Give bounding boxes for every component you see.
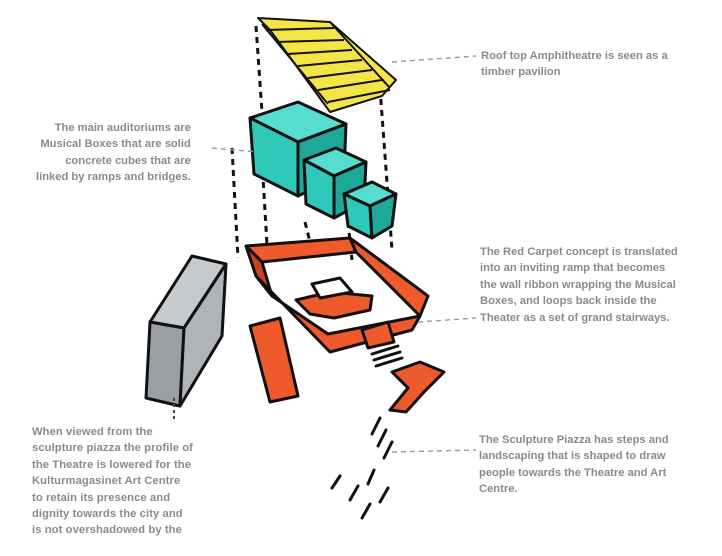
ribbon-outer-back	[246, 238, 356, 262]
concrete-cube-icon	[250, 102, 396, 238]
profile-annotation-line: the Theatre is lowered for the	[32, 457, 193, 473]
red-carpet-leader-line	[418, 318, 476, 322]
auditoriums-annotation-line: concrete cubes that are	[36, 153, 191, 169]
auditoriums-annotation-line: The main auditoriums are	[36, 120, 191, 136]
roof-annotation-line: Roof top Amphitheatre is seen as a	[481, 48, 668, 64]
sculpture-piazza-annotation: The Sculpture Piazza has steps and lands…	[479, 432, 669, 498]
roof-leader-line	[392, 56, 476, 62]
profile-annotation-line: is not overshadowed by the	[32, 522, 193, 538]
profile-annotation-line: sculpture piazza the profile of	[32, 440, 193, 456]
auditoriums-annotation-line: Musical Boxes that are solid	[36, 136, 191, 152]
connector-line	[256, 26, 262, 112]
roof-annotation-line: timber pavilion	[481, 64, 668, 80]
profile-annotation-line: to retain its presence and	[32, 490, 193, 506]
connector-line	[232, 148, 238, 258]
auditoriums-annotation: The main auditoriums are Musical Boxes t…	[36, 120, 191, 186]
profile-annotation-line: When viewed from the	[32, 424, 193, 440]
red-carpet-annotation-line: Theater as a set of grand stairways.	[480, 310, 678, 326]
sculpture-piazza-annotation-line: Centre.	[479, 481, 669, 497]
profile-annotation: When viewed from the sculpture piazza th…	[32, 424, 193, 539]
piazza-leader-line	[392, 450, 476, 452]
red-carpet-annotation-line: The Red Carpet concept is translated	[480, 244, 678, 260]
timber-pavilion-roof-icon	[258, 18, 396, 112]
sculpture-piazza-annotation-line: landscaping that is shaped to draw	[479, 448, 669, 464]
red-carpet-ramp-icon	[246, 238, 444, 412]
roof-annotation: Roof top Amphitheatre is seen as a timbe…	[481, 48, 668, 81]
sculpture-piazza-annotation-line: The Sculpture Piazza has steps and	[479, 432, 669, 448]
profile-annotation-line: dignity towards the city and	[32, 506, 193, 522]
grey-wall-block-icon	[146, 256, 226, 406]
ramp-left	[250, 318, 298, 402]
red-carpet-annotation-line: the wall ribbon wrapping the Musical	[480, 277, 678, 293]
red-carpet-annotation-line: into an inviting ramp that becomes	[480, 260, 678, 276]
wall-front	[146, 322, 184, 406]
profile-annotation-line: Kulturmagasinet Art Centre	[32, 473, 193, 489]
auditoriums-annotation-line: linked by ramps and bridges.	[36, 169, 191, 185]
red-carpet-annotation: The Red Carpet concept is translated int…	[480, 244, 678, 326]
sculpture-piazza-annotation-line: people towards the Theatre and Art	[479, 465, 669, 481]
stairway-bottom	[390, 362, 444, 412]
red-carpet-annotation-line: Boxes, and loops back inside the	[480, 293, 678, 309]
